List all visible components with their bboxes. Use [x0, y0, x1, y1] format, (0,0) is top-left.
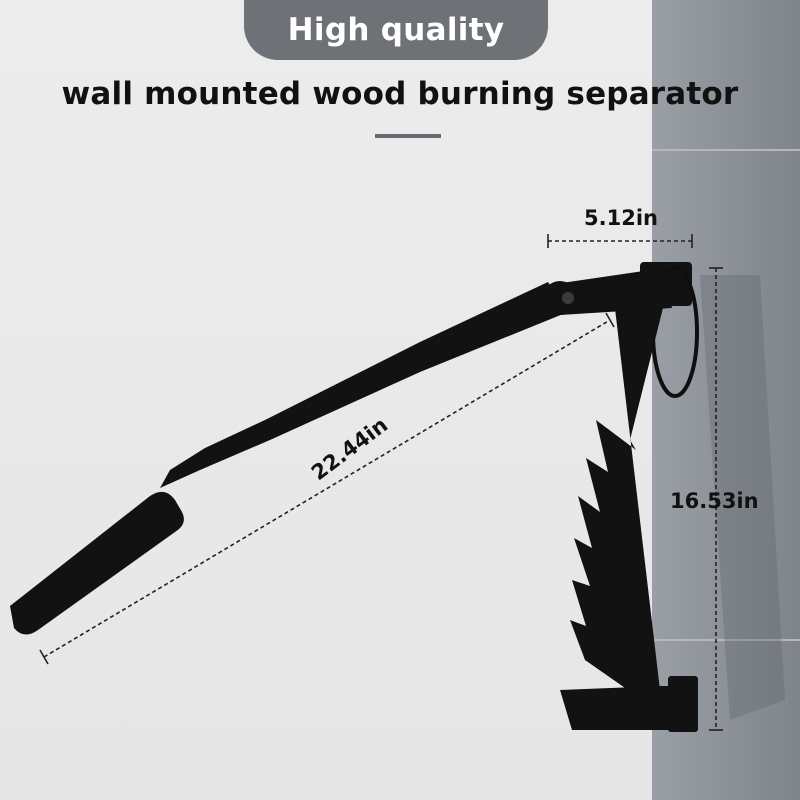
width-label: 5.12in	[584, 206, 658, 230]
toothed-blade	[570, 300, 665, 690]
wall-panel	[652, 0, 800, 800]
headline-underline	[375, 134, 441, 138]
bottom-foot	[560, 686, 698, 730]
quality-badge: High quality	[244, 0, 548, 60]
headline: wall mounted wood burning separator	[61, 76, 739, 112]
quality-badge-label: High quality	[287, 12, 505, 48]
lever-handle	[160, 282, 568, 488]
separator-product	[10, 262, 699, 732]
handle-grip	[10, 491, 184, 635]
height-label: 16.53in	[670, 489, 759, 513]
dimension-lines	[39, 234, 723, 731]
bottom-bracket	[668, 676, 698, 732]
length-dimension-line	[43, 319, 611, 658]
pivot-bolt	[562, 292, 574, 304]
